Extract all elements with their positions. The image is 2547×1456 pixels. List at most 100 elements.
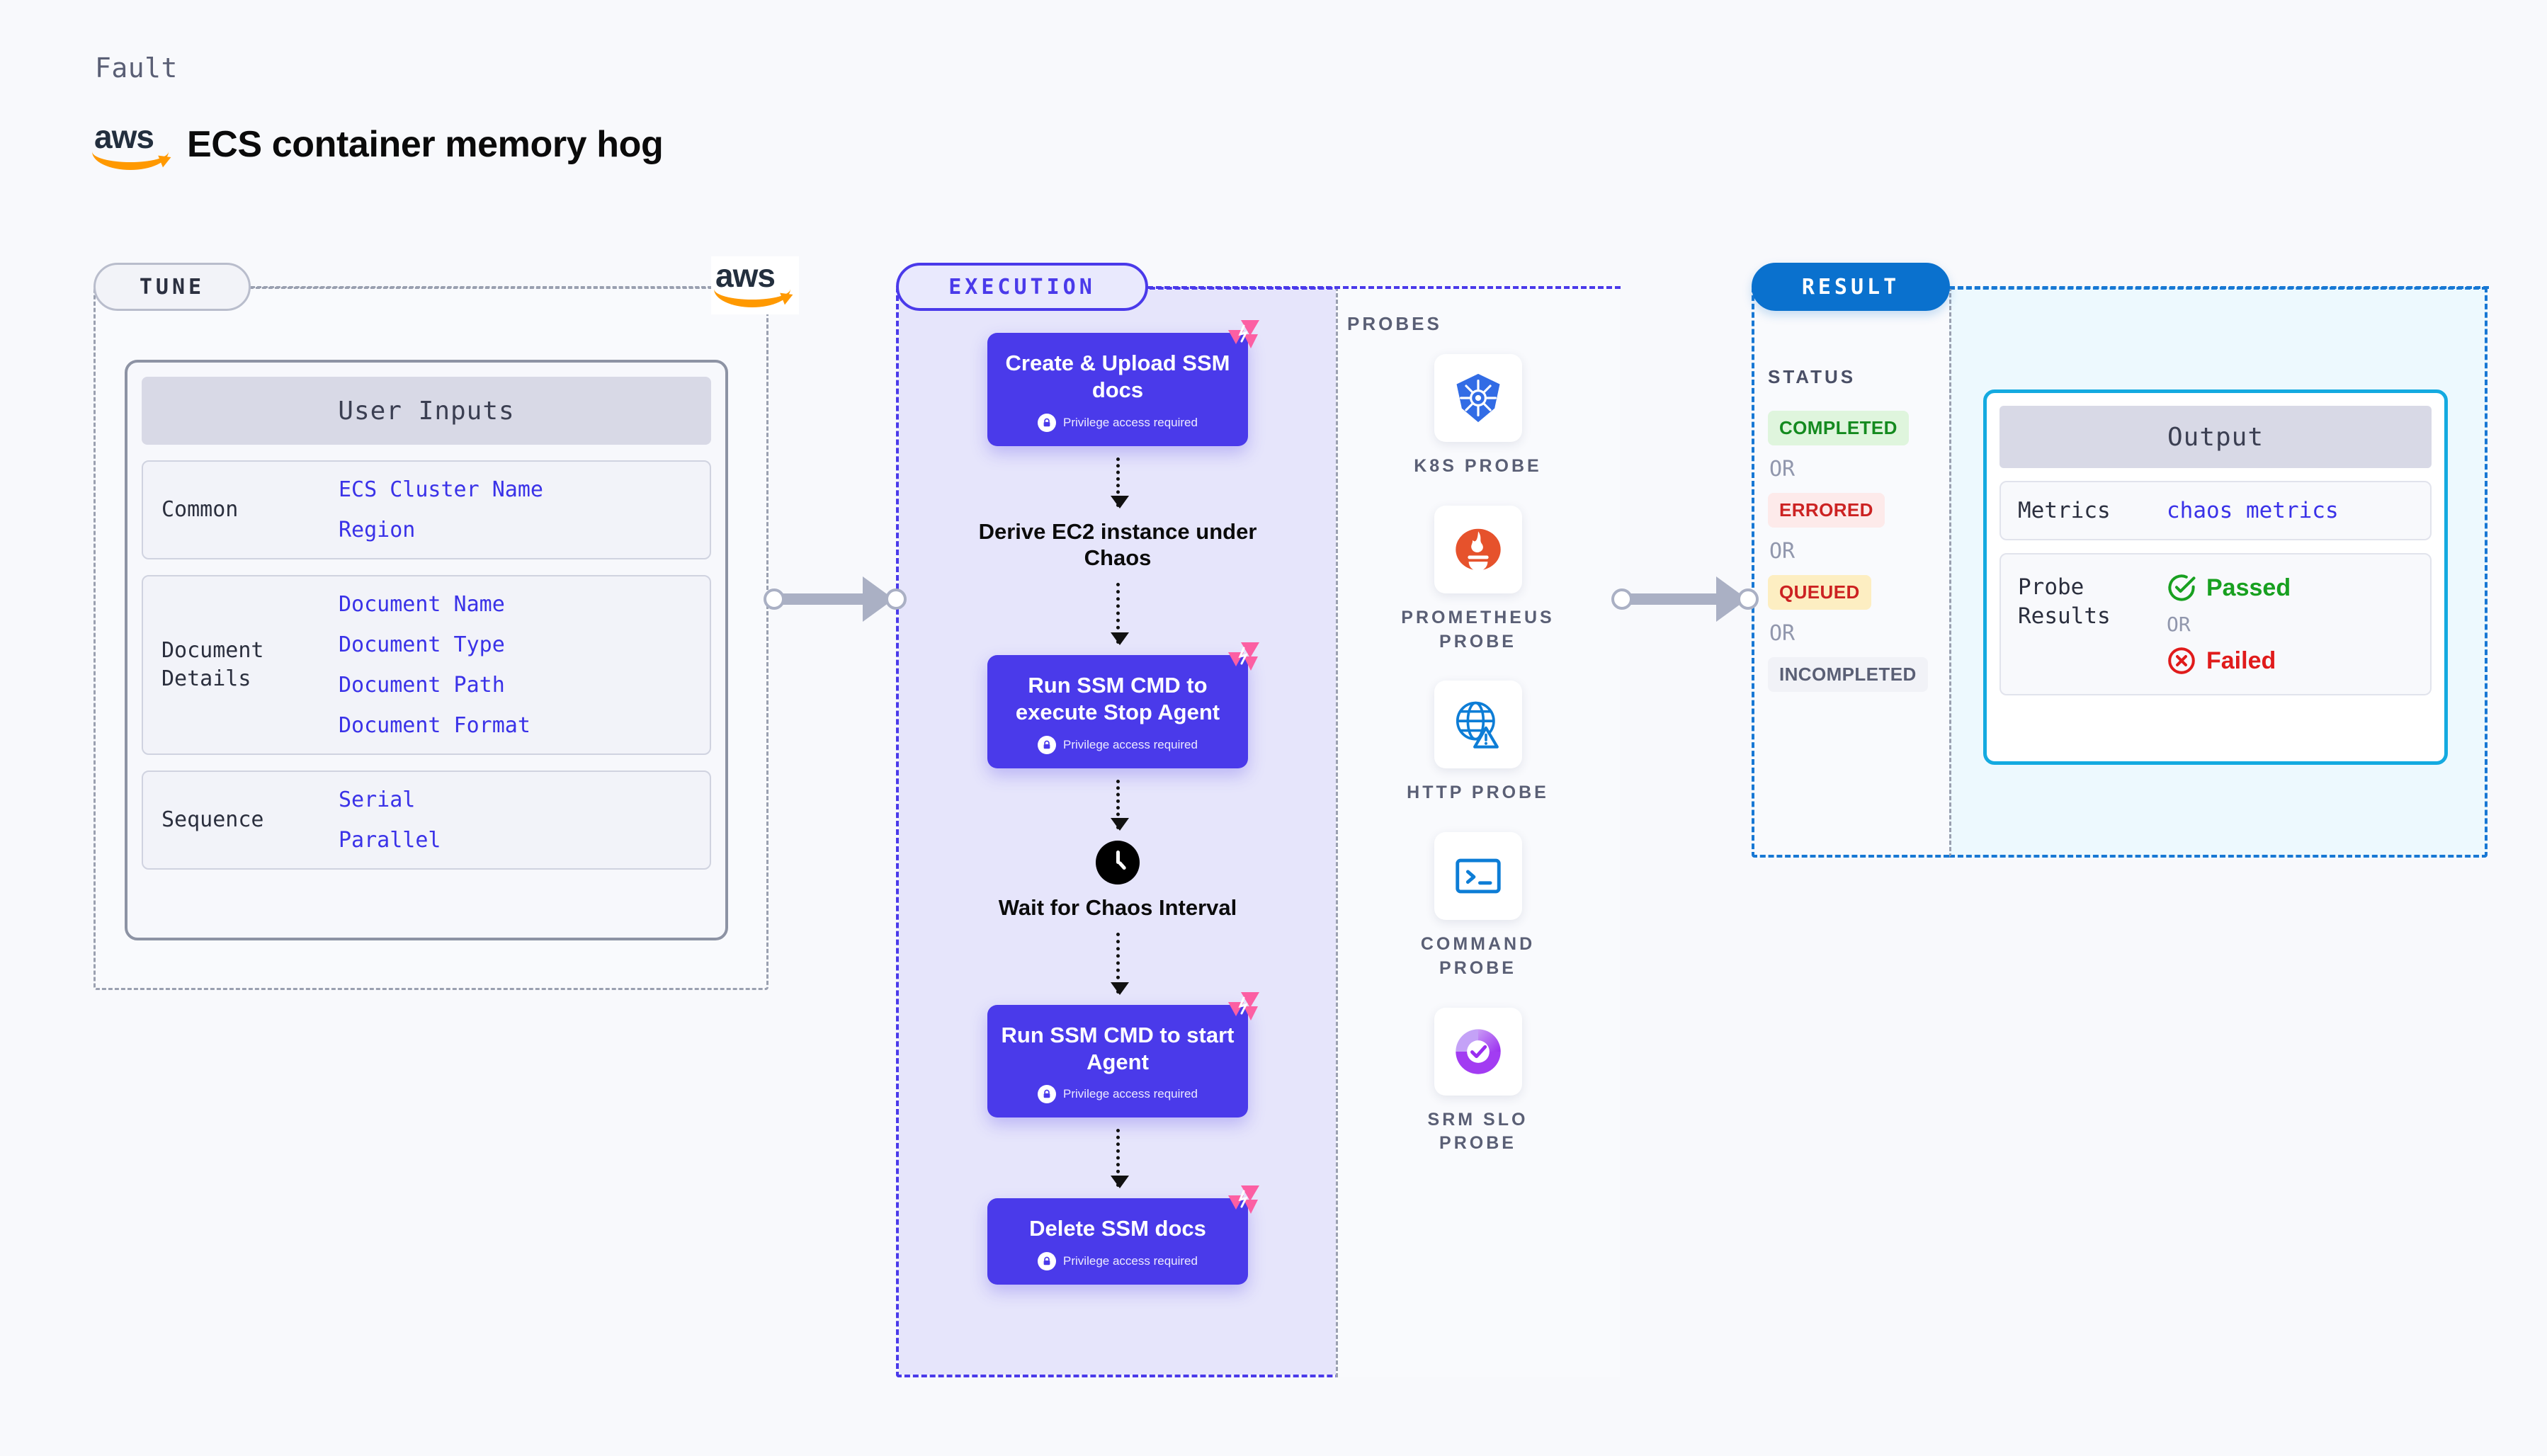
check-circle-icon	[2168, 574, 2196, 601]
flow-connector-arrow	[1110, 932, 1129, 995]
output-card-title: Output	[1999, 406, 2432, 468]
status-badge: COMPLETED	[1768, 411, 1909, 445]
kubernetes-icon	[1434, 354, 1522, 442]
status-badge-list: COMPLETED OR ERRORED OR QUEUED OR INCOMPLETED	[1768, 411, 1931, 692]
user-input-field[interactable]: Document Type	[339, 632, 505, 657]
tune-pill-label: TUNE	[93, 263, 251, 311]
aws-logo-icon: aws	[92, 119, 171, 170]
chaos-badge-icon	[1228, 320, 1259, 348]
user-input-field[interactable]: Document Name	[339, 592, 505, 617]
terminal-icon	[1434, 832, 1522, 920]
lock-icon	[1038, 1252, 1057, 1271]
user-input-field[interactable]: Region	[339, 518, 416, 542]
failed-label: Failed	[2206, 647, 2276, 674]
status-or-label: OR	[1769, 539, 1796, 564]
aws-wordmark: aws	[94, 118, 154, 155]
user-input-field[interactable]: Document Format	[339, 713, 531, 738]
privilege-note: Privilege access required	[997, 1252, 1238, 1271]
chaos-badge-icon	[1228, 991, 1259, 1020]
arrow-tune-to-execution	[764, 576, 907, 622]
metrics-label: Metrics	[2018, 498, 2111, 523]
execution-step-text: Derive EC2 instance under Chaos	[978, 518, 1257, 571]
lock-icon	[1038, 735, 1057, 754]
probe-name: COMMAND PROBE	[1420, 934, 1536, 978]
passed-label: Passed	[2206, 574, 2291, 601]
flow-connector-arrow	[1110, 1129, 1129, 1189]
lock-icon	[1038, 413, 1057, 432]
arrow-execution-to-result	[1611, 576, 1759, 622]
x-circle-icon	[2168, 647, 2195, 675]
probe-result-or: OR	[2167, 613, 2191, 637]
execution-node-title: Run SSM CMD to start Agent	[1001, 1022, 1235, 1074]
aws-smile-icon	[92, 149, 169, 170]
srm-slo-icon	[1434, 1007, 1522, 1096]
output-row-metrics: Metrics chaos metrics	[1999, 481, 2432, 541]
page-title-row: aws ECS container memory hog	[92, 119, 664, 170]
user-inputs-group-label: Sequence	[161, 807, 264, 832]
status-or-label: OR	[1769, 457, 1796, 482]
privilege-note: Privilege access required	[997, 1085, 1238, 1104]
probes-label: PROBES	[1347, 313, 1442, 334]
execution-node-title: Delete SSM docs	[1029, 1216, 1206, 1241]
privilege-note-text: Privilege access required	[1063, 415, 1198, 429]
user-inputs-card-title: User Inputs	[142, 377, 711, 445]
probe-result-passed: Passed	[2167, 573, 2291, 603]
clock-icon	[1096, 840, 1140, 885]
chaos-badge-icon	[1228, 642, 1259, 671]
status-badge: QUEUED	[1768, 575, 1871, 610]
privilege-note: Privilege access required	[997, 735, 1238, 754]
probe-name: SRM SLO PROBE	[1427, 1109, 1528, 1154]
lock-icon	[1038, 1085, 1057, 1104]
result-dashed-connector	[1949, 286, 2489, 289]
result-pill-label: RESULT	[1752, 263, 1950, 311]
probe-name: HTTP PROBE	[1407, 783, 1549, 803]
privilege-note: Privilege access required	[997, 413, 1238, 432]
privilege-note-text: Privilege access required	[1063, 1087, 1198, 1101]
execution-pill-label: EXECUTION	[896, 263, 1148, 311]
privilege-note-text: Privilege access required	[1063, 737, 1198, 751]
probe-name: K8S PROBE	[1414, 456, 1542, 476]
user-input-field[interactable]: ECS Cluster Name	[339, 477, 543, 502]
probe-item[interactable]: HTTP PROBE	[1336, 681, 1620, 805]
page-eyebrow: Fault	[95, 52, 178, 84]
status-or-label: OR	[1769, 621, 1796, 646]
execution-node-title: Run SSM CMD to execute Stop Agent	[1015, 673, 1220, 725]
user-input-field[interactable]: Document Path	[339, 673, 505, 698]
status-badge: ERRORED	[1768, 493, 1885, 528]
probe-item[interactable]: SRM SLO PROBE	[1336, 1007, 1620, 1156]
execution-step-text: Wait for Chaos Interval	[998, 894, 1237, 920]
probe-result-failed: Failed	[2167, 646, 2291, 676]
aws-logo-badge-icon: aws	[711, 256, 799, 314]
status-badge: INCOMPLETED	[1768, 657, 1928, 692]
page-title: ECS container memory hog	[187, 124, 664, 165]
flow-connector-arrow	[1110, 583, 1129, 646]
prometheus-icon	[1434, 505, 1522, 593]
aws-badge-smile-icon	[714, 286, 790, 307]
flow-connector-arrow	[1110, 457, 1129, 508]
probe-results-values: Passed OR Failed	[2167, 573, 2291, 676]
probe-item[interactable]: COMMAND PROBE	[1336, 832, 1620, 981]
execution-wait-step: Wait for Chaos Interval	[943, 840, 1292, 921]
probe-item[interactable]: K8S PROBE	[1336, 354, 1620, 479]
status-label: STATUS	[1768, 366, 1856, 387]
probe-item[interactable]: PROMETHEUS PROBE	[1336, 505, 1620, 654]
user-input-field[interactable]: Serial	[339, 787, 416, 812]
user-input-field[interactable]: Parallel	[339, 828, 441, 853]
execution-dashed-connector	[1147, 286, 1621, 289]
globe-warning-icon	[1434, 681, 1522, 769]
privilege-note-text: Privilege access required	[1063, 1254, 1198, 1268]
